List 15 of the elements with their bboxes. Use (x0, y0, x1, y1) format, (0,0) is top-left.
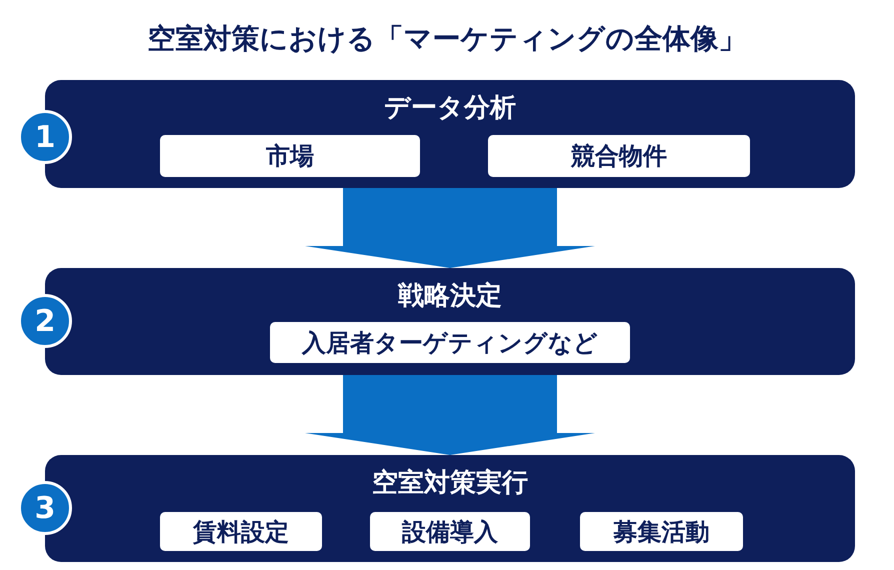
item-label-box: 入居者ターゲティングなど (270, 322, 630, 363)
item-label-box: 賃料設定 (160, 512, 322, 551)
stage-heading: データ分析 (384, 92, 516, 125)
step-number-circle: 1 (18, 110, 72, 164)
item-label-box: 市場 (160, 135, 420, 177)
stage-heading: 空室対策実行 (372, 467, 528, 500)
item-label-box: 競合物件 (488, 135, 750, 177)
step-number-circle: 2 (18, 294, 72, 348)
title: 空室対策における「マーケティングの全体像」 (148, 21, 746, 57)
block-arrow (305, 188, 595, 268)
block-arrow (305, 375, 595, 455)
step-number-circle: 3 (18, 481, 72, 535)
stage-heading: 戦略決定 (398, 280, 502, 313)
item-label-box: 設備導入 (370, 512, 530, 551)
item-label-box: 募集活動 (580, 512, 743, 551)
